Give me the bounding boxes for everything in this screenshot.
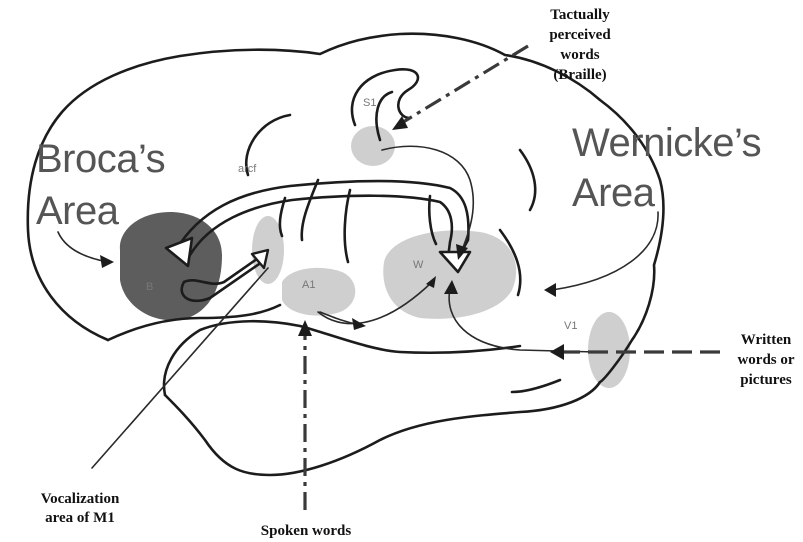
vocal-label-line2: area of M1 <box>45 510 115 526</box>
tactile-label-line2: perceived <box>549 27 611 43</box>
v1-label: V1 <box>564 320 577 332</box>
gyrus-4 <box>302 180 318 240</box>
written-label-line3: pictures <box>740 372 792 388</box>
a1-label: A1 <box>302 279 315 291</box>
braille-input-arrow <box>400 46 528 124</box>
brocas-pointer-head <box>100 255 114 268</box>
written-label-line2: words or <box>737 352 794 368</box>
brocas-region <box>120 212 222 321</box>
spoken-label: Spoken words <box>261 523 352 539</box>
gyrus-6 <box>280 198 285 236</box>
gyrus-5 <box>345 190 350 262</box>
wernickes-pointer <box>552 212 658 290</box>
w-label: W <box>413 259 424 271</box>
s1-region <box>351 126 395 166</box>
written-label-line1: Written <box>741 332 792 348</box>
written-input-arrowhead <box>550 344 564 360</box>
wernickes-pointer-head <box>544 283 556 297</box>
w-to-a1-arrowhead <box>352 318 366 330</box>
tactile-label-line4: (Braille) <box>553 67 606 83</box>
v1-region <box>588 312 630 388</box>
arcf-label: arcf <box>238 163 257 175</box>
b-label: B <box>146 281 153 293</box>
wernickes-title-line1: Wernicke’s <box>572 121 761 165</box>
tactile-label-line1: Tactually <box>550 7 610 23</box>
wernickes-title-line2: Area <box>572 171 656 215</box>
s1-label: S1 <box>363 97 376 109</box>
brocas-title-line2: Area <box>36 189 120 233</box>
vocal-label-line1: Vocalization <box>41 491 120 507</box>
tactile-label-line3: words <box>560 47 599 63</box>
gyrus-10 <box>512 380 560 392</box>
a1-region <box>282 268 355 316</box>
gyrus-8 <box>520 150 535 210</box>
brocas-title-line1: Broca’s <box>36 137 165 181</box>
